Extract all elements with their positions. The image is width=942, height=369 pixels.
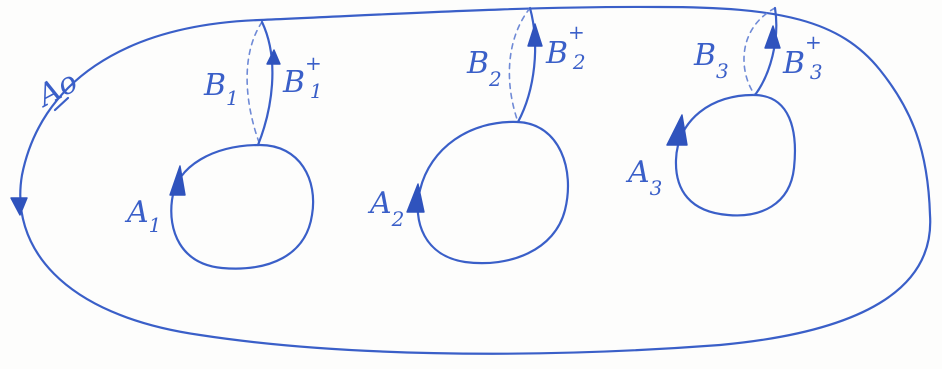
label-b3: B3	[693, 38, 729, 83]
b1-plus-arrow-icon	[266, 49, 281, 65]
b2-plus-arrow-icon	[527, 23, 543, 47]
b3-cut-dashed-curve	[743, 7, 776, 96]
a1-arrow-icon	[169, 165, 186, 196]
label-b2-plus: B+2	[545, 20, 586, 74]
b1-cut-dashed-curve	[246, 21, 263, 146]
label-b1-plus: B+1	[282, 51, 323, 103]
hole-2-curve	[416, 120, 570, 265]
label-a0: Ao	[29, 64, 83, 115]
b3-plus-curve	[753, 6, 778, 97]
hole-3-curve	[674, 93, 797, 217]
b3-plus-arrow-icon	[764, 25, 781, 49]
outer-boundary-curve	[19, 5, 932, 355]
label-b1: B1	[203, 68, 239, 110]
label-b2: B2	[466, 46, 502, 91]
hole-1-curve	[170, 143, 315, 270]
outer-arrow-icon	[10, 197, 28, 216]
label-b3-plus: B+3	[782, 30, 823, 84]
label-a2: A2	[367, 186, 404, 231]
a3-arrow-icon	[666, 114, 688, 146]
a2-arrow-icon	[406, 183, 425, 213]
b2-plus-curve	[516, 6, 537, 124]
b1-plus-curve	[256, 20, 274, 147]
label-a1: A1	[124, 195, 161, 237]
b2-cut-dashed-curve	[508, 7, 531, 123]
label-a3: A3	[625, 155, 662, 200]
outer-tick-mark	[53, 96, 70, 112]
